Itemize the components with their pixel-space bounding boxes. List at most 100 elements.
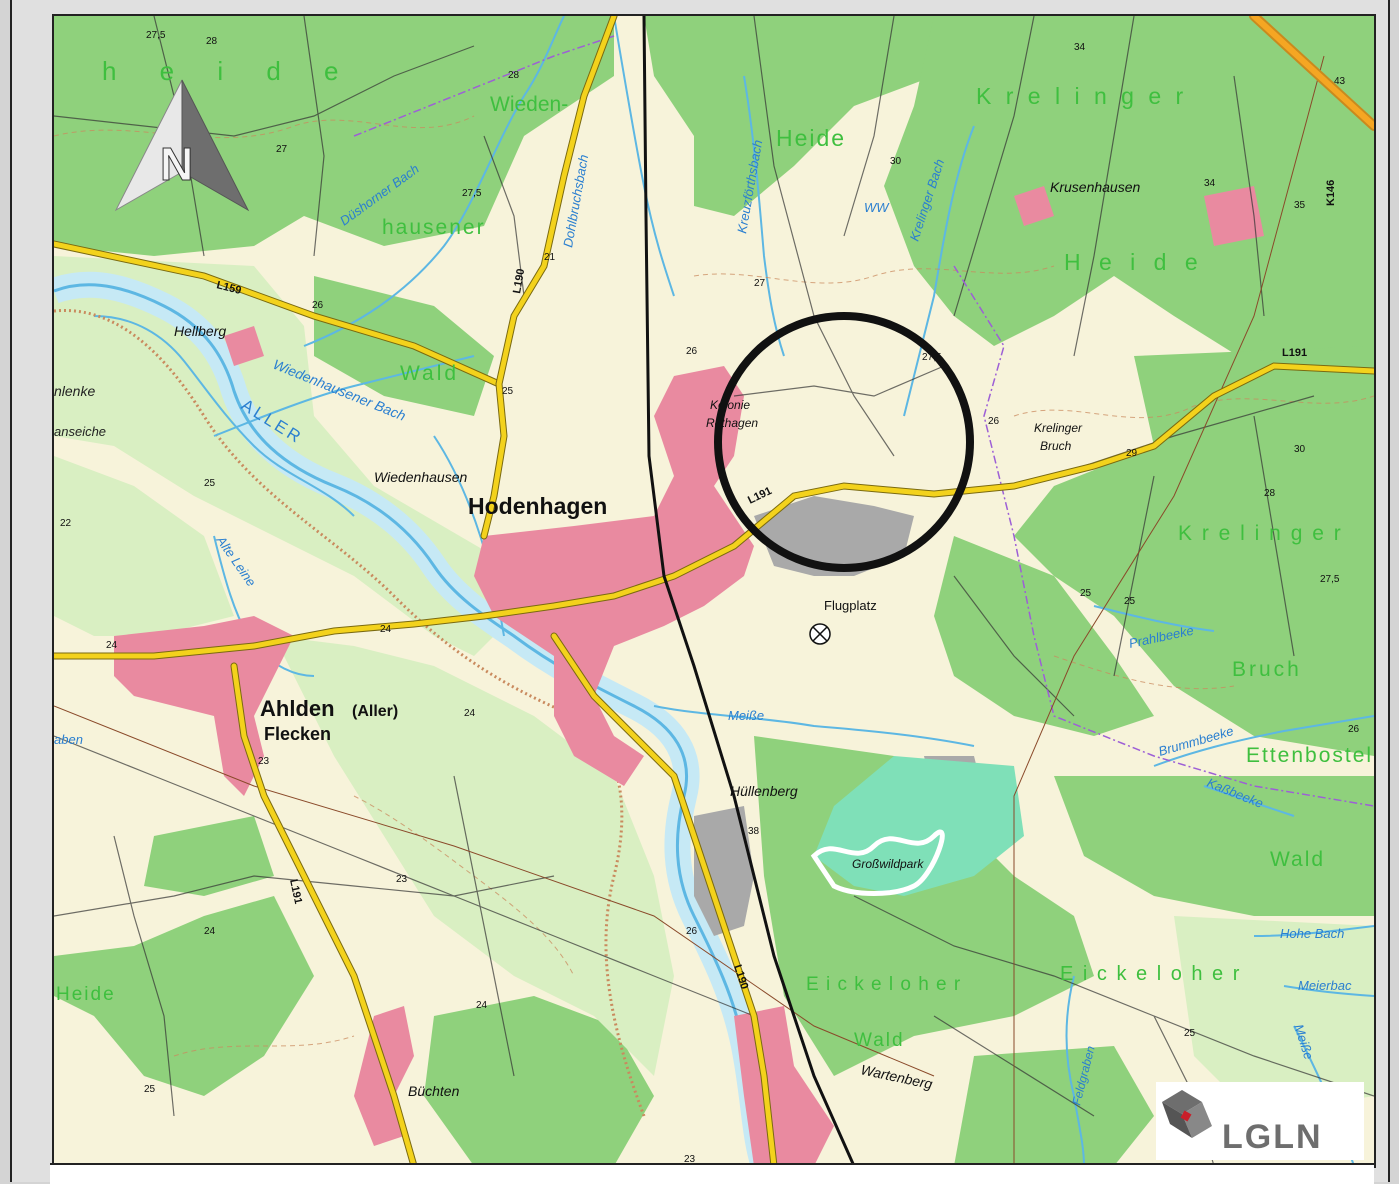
elevation-label: 24 <box>464 708 476 719</box>
elevation-label: 23 <box>684 1154 696 1165</box>
label-road-l190-north: L190 <box>511 268 527 295</box>
label-heide-left: Heide <box>56 984 116 1005</box>
topographic-map[interactable]: h e i d e Wieden- hausener Wald Heide K … <box>52 14 1376 1168</box>
elevation-label: 21 <box>544 252 556 263</box>
label-eickeloher-center: E i c k e l o h e r <box>806 974 961 995</box>
elevation-label: 26 <box>686 346 698 357</box>
label-anseiche: anseiche <box>54 424 106 439</box>
label-meierbach: Meierbac <box>1298 978 1352 993</box>
label-meisse: Meiße <box>728 708 764 723</box>
airport-icon <box>809 623 831 645</box>
label-buechten: Büchten <box>408 1083 460 1099</box>
label-hodenhagen: Hodenhagen <box>468 493 607 519</box>
label-wiedenhausen: Wiedenhausen <box>374 469 467 485</box>
elevation-label: 34 <box>1074 42 1086 53</box>
lgln-logo: LGLN <box>1156 1082 1364 1160</box>
label-kolonie: Kolonie <box>710 398 750 412</box>
label-grosswildpark: Großwildpark <box>852 857 924 871</box>
highlight-circle[interactable] <box>714 312 974 572</box>
label-bruch: Bruch <box>1232 658 1302 681</box>
label-wald-right: Wald <box>1270 848 1325 871</box>
park-paths <box>810 829 945 896</box>
power-line-west <box>54 705 935 1077</box>
elevation-label: 26 <box>988 416 1000 427</box>
elevation-label: 23 <box>258 756 270 767</box>
elevation-label: 28 <box>1264 488 1276 499</box>
lgln-logo-text: LGLN <box>1222 1118 1323 1156</box>
label-ettenbosteler: Ettenbosteler <box>1246 744 1374 767</box>
label-ahlden-suffix: (Aller) <box>352 703 398 720</box>
label-road-l191-east: L191 <box>1282 347 1307 359</box>
railway <box>642 16 856 1166</box>
north-arrow-icon: N <box>114 79 250 212</box>
elevation-label: 30 <box>1294 444 1306 455</box>
label-krelinger-bruch-1: Krelinger <box>1034 421 1083 435</box>
wildlife-park <box>814 756 1024 896</box>
elevation-label: 28 <box>508 70 520 81</box>
label-ww: WW <box>864 200 890 215</box>
side-channel <box>93 315 355 517</box>
label-road-l191-south: L191 <box>287 878 304 905</box>
elevation-label: 26 <box>686 926 698 937</box>
label-road-k146: K146 <box>1325 180 1337 206</box>
lgln-logo-icon <box>1162 1090 1212 1138</box>
label-eickeloher-right: E i c k e l o h e r <box>1060 963 1241 985</box>
elevation-label: 27,5 <box>462 188 482 199</box>
elevation-label: 24 <box>380 624 392 635</box>
elevation-label: 24 <box>106 640 118 651</box>
map-canvas: h e i d e Wieden- hausener Wald Heide K … <box>54 16 1374 1166</box>
label-ahlden: Ahlden <box>260 696 335 721</box>
label-flugplatz: Flugplatz <box>824 598 877 613</box>
label-hohe-bach: Hohe Bach <box>1280 926 1344 941</box>
label-graben: aben <box>54 732 83 747</box>
elevation-label: 27 <box>754 278 766 289</box>
label-heide-right: H e i d e <box>1064 249 1204 275</box>
admin-boundary <box>353 35 1374 807</box>
elevation-label: 27 <box>276 144 288 155</box>
label-krelinger-top: K r e l i n g e r <box>976 83 1187 109</box>
label-huellenberg: Hüllenberg <box>730 783 798 799</box>
elevation-label: 26 <box>312 300 324 311</box>
elevation-label: 24 <box>476 1000 488 1011</box>
label-rethagen: Rethagen <box>706 416 758 430</box>
elevation-labels: 27,5 28 28 27 27,5 21 26 25 27 26 27,5 3… <box>60 30 1360 1165</box>
label-flecken: Flecken <box>264 724 331 744</box>
elevation-label: 30 <box>890 156 902 167</box>
elevation-label: 23 <box>396 874 408 885</box>
label-road-l159: L159 <box>215 279 242 297</box>
label-wald-center: Wald <box>854 1030 905 1051</box>
elevation-label: 25 <box>502 386 514 397</box>
elevation-label: 27,5 <box>146 30 166 41</box>
label-nlenke: nlenke <box>54 383 95 399</box>
elevation-label: 28 <box>206 36 218 47</box>
elevation-label: 25 <box>1080 588 1092 599</box>
contours <box>54 115 1374 1057</box>
elevation-label: 24 <box>204 926 216 937</box>
label-hellberg: Hellberg <box>174 323 226 339</box>
north-arrow-label: N <box>160 138 193 190</box>
elevation-label: 27,5 <box>1320 574 1340 585</box>
elevation-label: 29 <box>1126 448 1138 459</box>
elevation-label: 43 <box>1334 76 1346 87</box>
forest-areas <box>54 16 1374 1166</box>
label-heide-top: h e i d e <box>102 56 357 86</box>
roads <box>54 16 1374 1166</box>
elevation-label: 26 <box>1348 724 1360 735</box>
elevation-label: 34 <box>1204 178 1216 189</box>
elevation-label: 27,5 <box>922 352 942 363</box>
elevation-label: 25 <box>204 478 216 489</box>
label-wieden: Wieden- <box>490 93 568 116</box>
power-line <box>1013 55 1325 1166</box>
aller-river <box>54 283 766 1166</box>
elevation-label: 25 <box>144 1084 156 1095</box>
elevation-label: 22 <box>60 518 72 529</box>
label-hausener: hausener <box>382 216 486 239</box>
label-krusenhausen: Krusenhausen <box>1050 179 1141 195</box>
legend-bar <box>50 1163 1374 1184</box>
elevation-label: 35 <box>1294 200 1306 211</box>
label-krelinger-bruch-2: Bruch <box>1040 439 1072 453</box>
label-wald-left: Wald <box>400 362 459 385</box>
dike <box>54 308 646 1117</box>
elevation-label: 25 <box>1124 596 1136 607</box>
label-krelinger-mid: K r e l i n g e r <box>1178 522 1343 545</box>
